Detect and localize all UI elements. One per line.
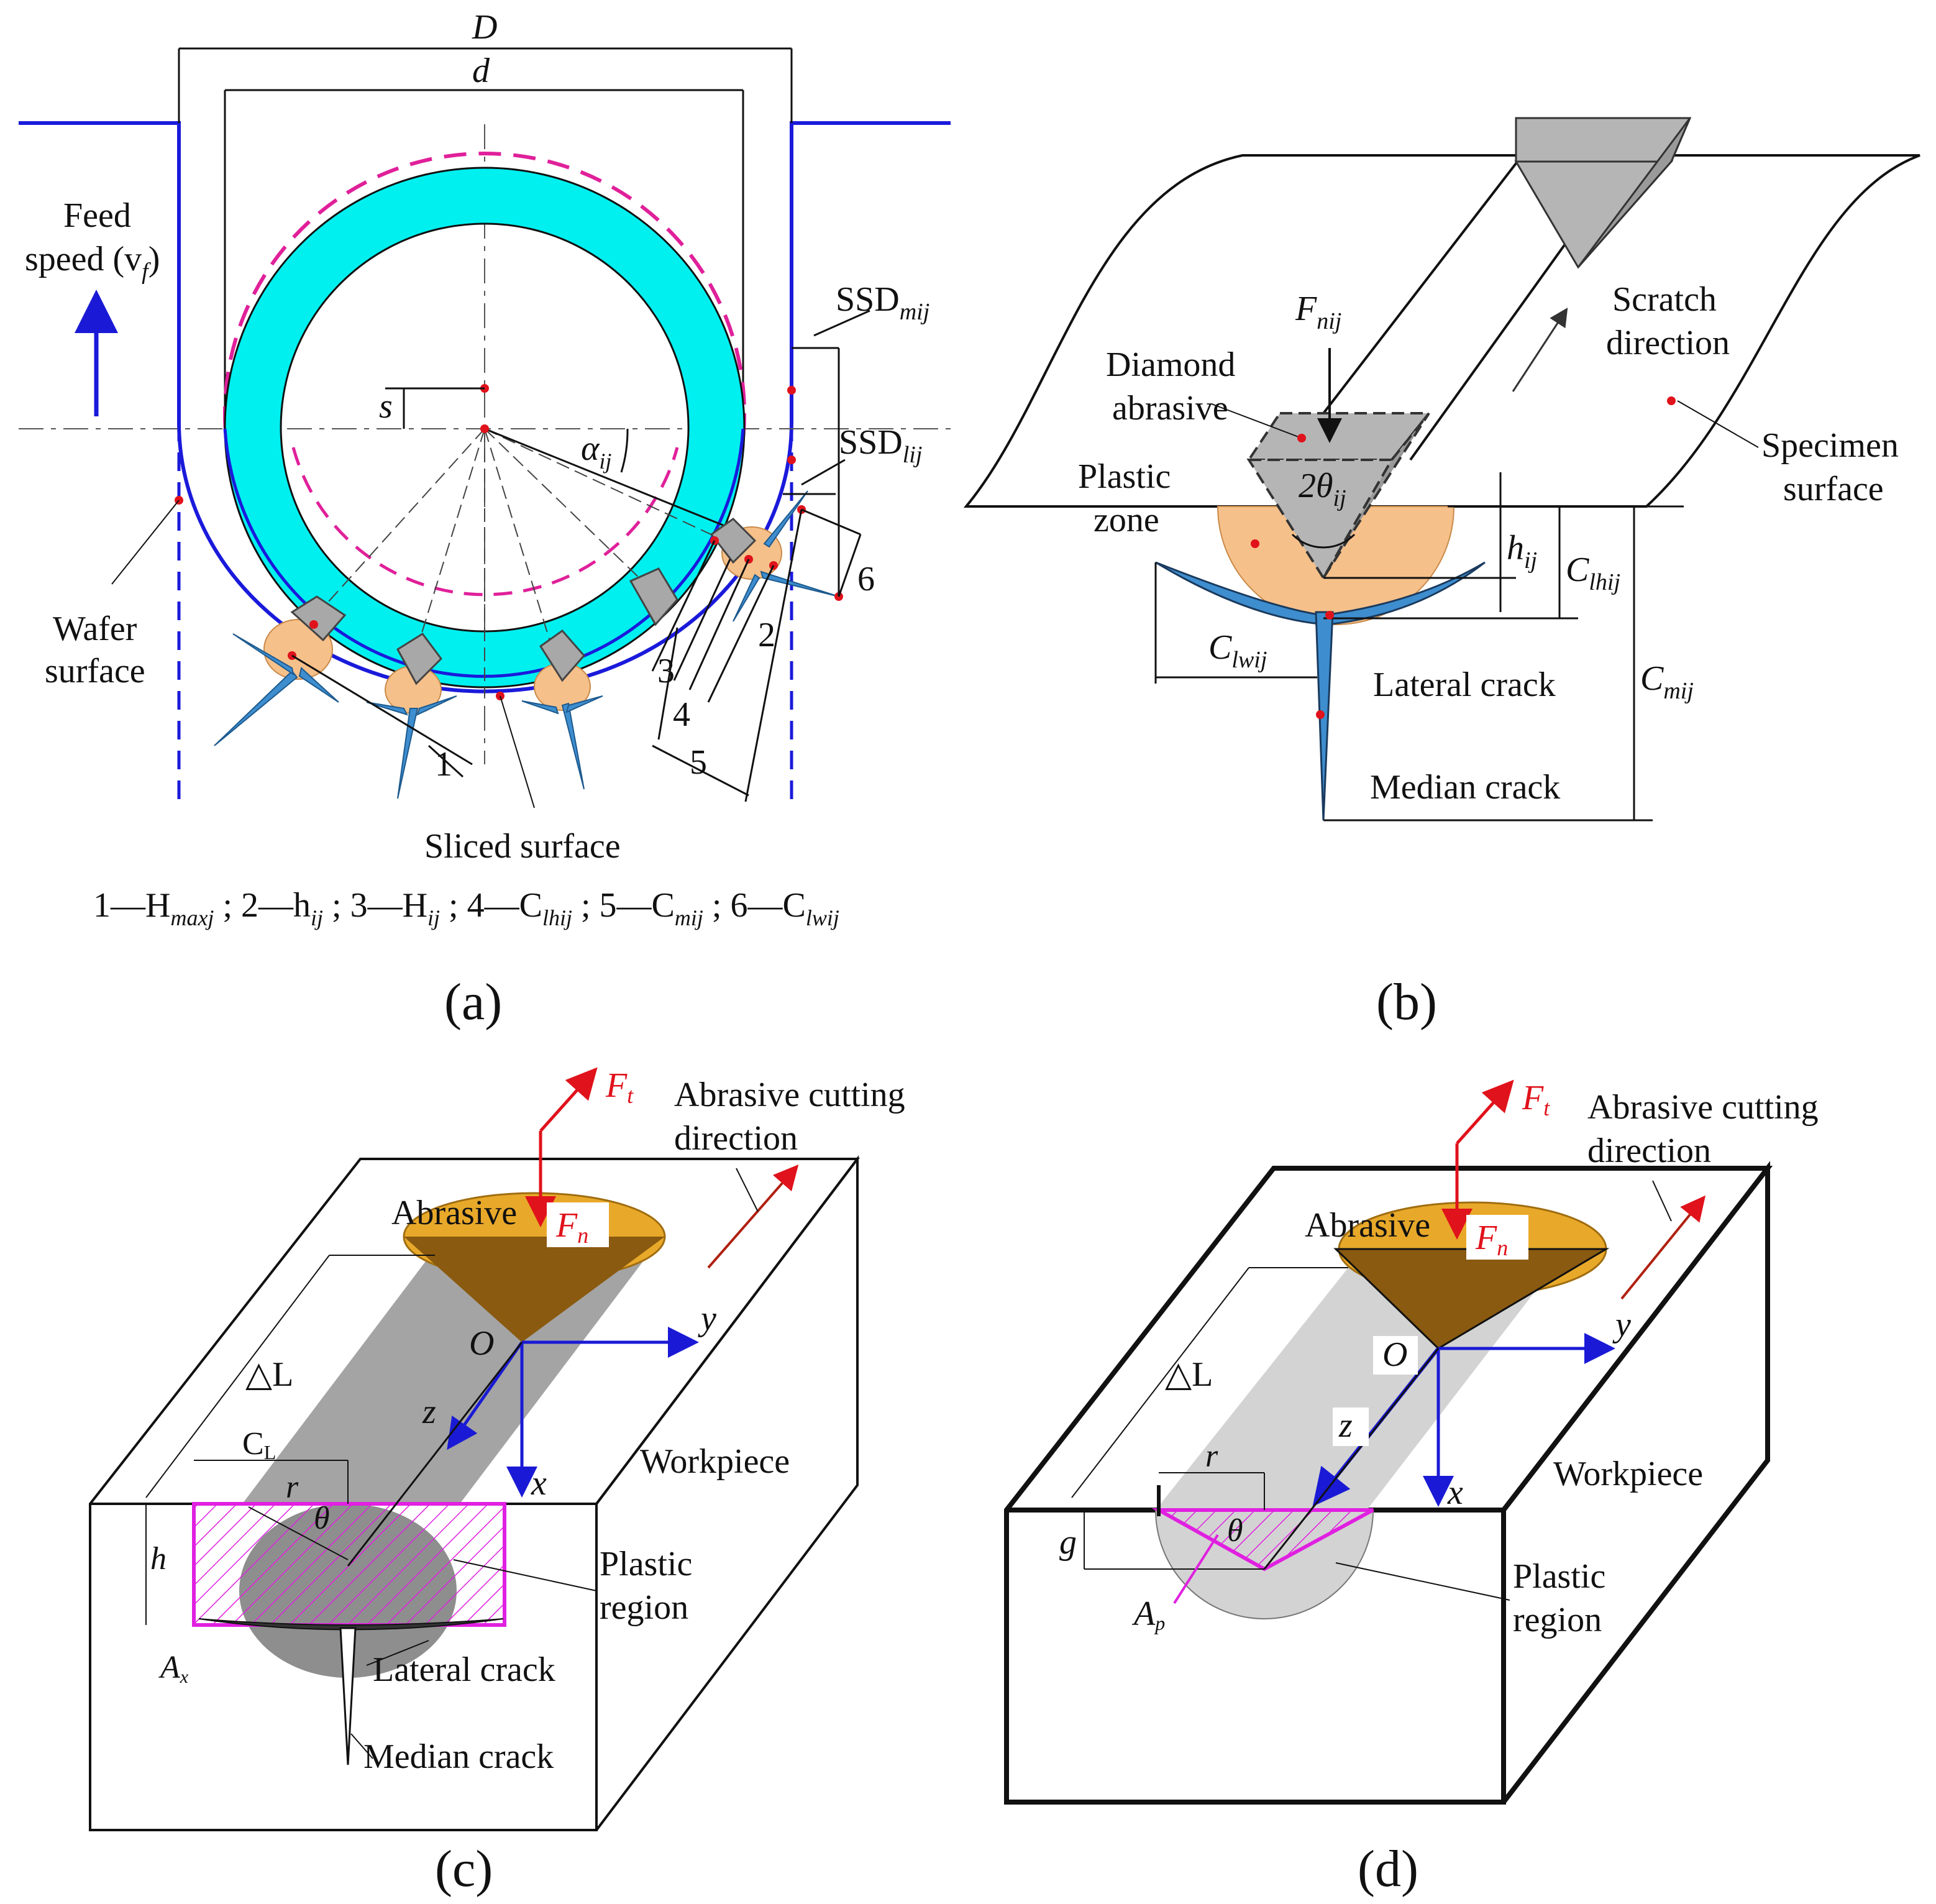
svg-text:6: 6 [857, 560, 875, 598]
svg-text:direction: direction [1606, 324, 1730, 362]
svg-text:r: r [286, 1470, 299, 1505]
svg-text:z: z [1338, 1406, 1353, 1445]
panel-b: Fnij Scratch direction Diamond abrasive … [963, 117, 1920, 1031]
legend-a: 1—Hmaxj ; 2—hij ; 3—Hij ; 4—Clhij ; 5—Cm… [93, 886, 839, 930]
caption-d: (d) [1358, 1840, 1418, 1898]
svg-text:h: h [150, 1541, 167, 1577]
svg-text:abrasive: abrasive [1112, 389, 1228, 428]
svg-text:Ft: Ft [605, 1066, 634, 1108]
svg-text:y: y [1612, 1306, 1631, 1344]
panel-c: Ft Fn Abrasive cutting direction Abrasiv… [89, 1066, 905, 1898]
svg-text:surface: surface [45, 652, 145, 690]
label-d: d [472, 52, 490, 90]
svg-text:Median crack: Median crack [363, 1737, 554, 1776]
svg-text:2θij: 2θij [1299, 467, 1346, 511]
svg-text:direction: direction [674, 1119, 798, 1158]
svg-text:Median crack: Median crack [1370, 768, 1560, 807]
lateral-crack [1155, 561, 1486, 626]
svg-text:Specimen: Specimen [1761, 426, 1899, 465]
panel-d: Ft Fn Abrasive cutting direction Abrasiv… [1004, 1079, 1819, 1898]
svg-text:Scratch: Scratch [1612, 280, 1717, 319]
svg-text:Abrasive cutting: Abrasive cutting [674, 1076, 905, 1114]
caption-c: (c) [435, 1840, 493, 1898]
svg-text:z: z [422, 1393, 436, 1431]
caption-a: (a) [444, 973, 502, 1031]
svg-text:Workpiece: Workpiece [1553, 1455, 1703, 1493]
svg-text:Abrasive cutting: Abrasive cutting [1587, 1088, 1819, 1127]
svg-text:Ap: Ap [1131, 1595, 1165, 1634]
svg-text:y: y [698, 1299, 716, 1338]
svg-text:CL: CL [242, 1426, 276, 1463]
specimen-surface [963, 154, 1920, 508]
label-alpha: αij [581, 429, 611, 474]
svg-text:3: 3 [657, 652, 675, 690]
svg-text:Fn: Fn [1475, 1219, 1508, 1260]
svg-text:Lateral crack: Lateral crack [373, 1650, 555, 1689]
svg-text:Ax: Ax [158, 1650, 189, 1687]
svg-text:5: 5 [690, 743, 707, 782]
label-s: s [379, 387, 393, 426]
svg-text:△L: △L [245, 1355, 293, 1394]
label-ssd-l: SSDlij [839, 423, 922, 468]
svg-text:r: r [1205, 1439, 1218, 1474]
label-ssd-m: SSDmij [836, 280, 929, 325]
grits [214, 490, 839, 799]
svg-text:Plastic: Plastic [1078, 457, 1171, 496]
svg-text:O: O [469, 1324, 494, 1363]
svg-text:θ: θ [1227, 1513, 1243, 1549]
svg-text:x: x [1447, 1473, 1463, 1512]
svg-text:direction: direction [1587, 1132, 1711, 1170]
svg-text:Feed: Feed [63, 196, 131, 235]
svg-text:zone: zone [1094, 501, 1159, 539]
svg-text:g: g [1059, 1523, 1077, 1562]
svg-text:Clwij: Clwij [1208, 628, 1267, 673]
svg-text:Workpiece: Workpiece [640, 1442, 790, 1481]
svg-text:region: region [1513, 1601, 1602, 1639]
svg-text:2: 2 [758, 616, 775, 654]
svg-text:Wafer: Wafer [53, 610, 137, 648]
svg-text:Fnij: Fnij [1295, 290, 1341, 334]
plastic-zone [1217, 506, 1455, 625]
svg-text:O: O [1382, 1335, 1407, 1374]
caption-b: (b) [1376, 973, 1437, 1031]
svg-text:x: x [531, 1464, 547, 1503]
svg-text:Diamond: Diamond [1106, 346, 1235, 384]
label-D: D [472, 8, 497, 47]
svg-text:speed (vf): speed (vf) [25, 240, 160, 285]
svg-text:4: 4 [673, 695, 690, 734]
svg-text:Lateral crack: Lateral crack [1373, 666, 1556, 704]
svg-text:Fn: Fn [555, 1206, 588, 1248]
svg-text:Plastic: Plastic [1513, 1557, 1605, 1596]
svg-text:Abrasive: Abrasive [1305, 1206, 1430, 1245]
svg-text:Ft: Ft [1522, 1079, 1550, 1120]
svg-text:hij: hij [1507, 529, 1537, 574]
panel-a: D d [19, 8, 951, 1031]
svg-text:Plastic: Plastic [600, 1545, 692, 1583]
svg-text:θ: θ [314, 1501, 330, 1536]
svg-text:△L: △L [1165, 1355, 1213, 1394]
svg-text:Cmij: Cmij [1640, 659, 1694, 704]
wire-ring [224, 167, 746, 689]
svg-text:Abrasive: Abrasive [391, 1194, 517, 1232]
svg-text:Sliced surface: Sliced surface [424, 827, 621, 866]
svg-text:Clhij: Clhij [1566, 551, 1620, 595]
svg-text:region: region [600, 1588, 688, 1627]
svg-text:1: 1 [435, 745, 452, 784]
hatch-region-d [1151, 1508, 1374, 1572]
svg-text:surface: surface [1783, 470, 1884, 508]
